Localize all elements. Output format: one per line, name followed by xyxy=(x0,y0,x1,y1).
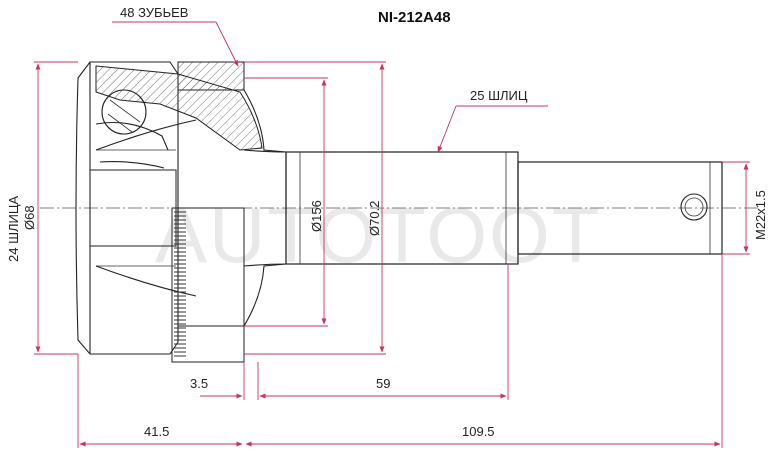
dim-horizontal: 3.5 59 41.5 109.5 xyxy=(77,254,723,448)
dim-inner-diameter: 24 ШЛИЦА Ø68 xyxy=(6,61,78,355)
leader-teeth: 48 ЗУБЬЕВ xyxy=(112,5,239,67)
part-number-title: NI-212A48 xyxy=(378,9,451,26)
bell-diameter-label: Ø156 xyxy=(309,200,324,232)
ball-cage xyxy=(95,89,169,169)
stub-shaft xyxy=(243,149,723,267)
dim-shaft-diameter: Ø70.2 xyxy=(244,61,386,355)
cotter-pin-hole xyxy=(680,193,708,221)
teeth-label: 48 ЗУБЬЕВ xyxy=(120,5,188,20)
abs-tooth-ring xyxy=(171,207,245,363)
dim-thread: M22x1.5 xyxy=(722,161,768,255)
shaft-diameter-label: Ø70.2 xyxy=(367,201,382,236)
thread-label: M22x1.5 xyxy=(753,190,768,240)
outer-housing xyxy=(75,61,287,355)
dim-3-5-label: 3.5 xyxy=(190,376,208,391)
dim-59-label: 59 xyxy=(376,376,390,391)
dim-41-5-label: 41.5 xyxy=(144,424,169,439)
inner-splines-label: 24 ШЛИЦА xyxy=(6,196,21,262)
inner-diameter-label: Ø68 xyxy=(22,205,37,230)
leader-outer-splines: 25 ШЛИЦ xyxy=(437,88,548,153)
dim-bell-diameter: Ø156 xyxy=(244,77,328,327)
dim-109-5-label: 109.5 xyxy=(462,424,495,439)
outer-splines-label: 25 ШЛИЦ xyxy=(470,88,528,103)
